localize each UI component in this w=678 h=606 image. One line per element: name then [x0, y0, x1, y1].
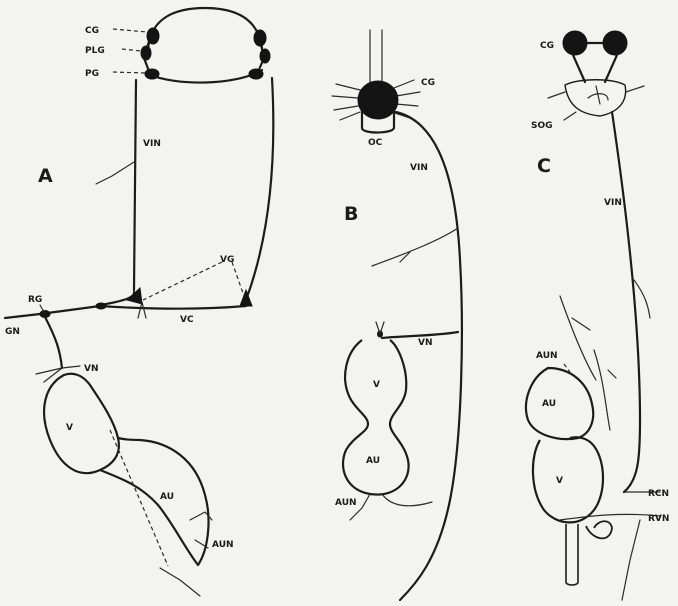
panel-a-label-vg: VG	[220, 255, 234, 265]
panel-b-visceral-nerve	[396, 112, 462, 600]
panel-c-sog-inner	[588, 86, 608, 104]
panel-b-label-au: AU	[366, 456, 380, 466]
panel-c-aun-branches	[560, 296, 616, 430]
panel-c-aorta	[566, 524, 578, 585]
panel-c-cerebral-ganglion-right	[603, 31, 627, 55]
panel-a-label-cg: CG	[85, 26, 99, 36]
panel-b-label-vn: VN	[418, 338, 433, 348]
panel-a-ventricle	[44, 374, 119, 473]
panel-a-short-branch	[138, 302, 146, 318]
panel-c-label-cg: CG	[540, 41, 554, 51]
panel-a-pedal-commissure	[148, 70, 262, 83]
panel-a-genital-ganglion	[96, 303, 106, 309]
panel-a-cerebral-ganglion-right	[254, 30, 266, 46]
panel-a-pleural-ganglion-left	[141, 46, 151, 60]
panel-c: C CG SOG VIN AUN AU V RCN RVN	[526, 31, 669, 600]
panel-b-anterior-nerves	[370, 30, 382, 82]
panel-c-connectives	[573, 55, 617, 82]
panel-a-pedal-ganglion-right	[249, 69, 263, 79]
panel-c-label-aun: AUN	[536, 351, 558, 361]
panel-a-side-branch	[96, 162, 134, 184]
panel-b-label-oc: OC	[368, 138, 383, 148]
panel-b-label-v: V	[373, 380, 380, 390]
panel-c-label-vin: VIN	[604, 198, 622, 208]
panel-b-vn-twigs	[376, 322, 384, 334]
panel-a-label-vc: VC	[180, 315, 194, 325]
panel-c-loop-vessel	[586, 521, 612, 538]
panel-a-pedal-ganglion-left	[145, 69, 159, 79]
panel-a-label-gn: GN	[5, 327, 20, 337]
panel-a-label-plg: PLG	[85, 46, 105, 56]
panel-c-cerebral-ganglion-left	[563, 31, 587, 55]
panel-c-label-rcn: RCN	[648, 489, 669, 499]
panel-a-label-rg: RG	[28, 295, 42, 305]
panel-a-label-pg: PG	[85, 69, 99, 79]
panel-b-side-branch	[372, 228, 458, 266]
panel-b-aun-branches	[350, 494, 432, 520]
panel-a-plg-leader	[122, 49, 141, 51]
panel-b-label-aun: AUN	[335, 498, 357, 508]
panel-a-descending-nerve	[45, 317, 62, 368]
panel-a-pleural-ganglion-right	[260, 49, 270, 63]
panel-c-label-v: V	[556, 476, 563, 486]
panel-a: A CG PLG PG VIN VG VC RG	[5, 8, 273, 596]
panel-c-rvn-line	[560, 514, 660, 520]
panel-b-ventricle	[343, 340, 409, 495]
panel-b-label-vin: VIN	[410, 163, 428, 173]
panel-c-label-au: AU	[542, 399, 556, 409]
panel-a-label-aun: AUN	[212, 540, 234, 550]
panel-c-label-sog: SOG	[531, 121, 553, 131]
panel-a-letter: A	[38, 165, 53, 187]
panel-c-lower-nerve	[622, 520, 640, 600]
panel-a-label-au: AU	[160, 492, 174, 502]
panel-c-auricle	[526, 368, 593, 439]
panel-a-label-vin: VIN	[143, 139, 161, 149]
panel-a-pg-leader	[113, 72, 145, 73]
panel-a-visceral-nerve-left	[134, 80, 136, 290]
panel-a-label-vn: VN	[84, 364, 99, 374]
panel-a-cerebral-ganglion-left	[147, 28, 159, 44]
panel-c-subesophageal-ganglion	[565, 80, 626, 116]
panel-a-cerebral-commissure	[148, 8, 262, 50]
panel-b-letter: B	[344, 203, 358, 225]
panel-a-vg-leader	[143, 262, 244, 300]
panel-c-ventricle	[533, 437, 603, 522]
panel-c-label-rvn: RVN	[648, 514, 669, 524]
panel-a-cg-leader	[113, 29, 147, 32]
panel-c-sog-leader	[564, 112, 576, 120]
panel-b-cerebral-mass	[358, 81, 398, 119]
panel-a-label-v: V	[66, 423, 73, 433]
panel-c-letter: C	[537, 155, 551, 177]
panel-a-visceral-nerve-right	[246, 78, 273, 300]
panel-c-visceral-nerve	[612, 112, 640, 492]
panel-b: B CG OC VIN VN V AU AUN	[332, 30, 462, 600]
panel-a-visceral-ganglion-right	[240, 290, 252, 306]
panel-b-label-cg: CG	[421, 78, 435, 88]
